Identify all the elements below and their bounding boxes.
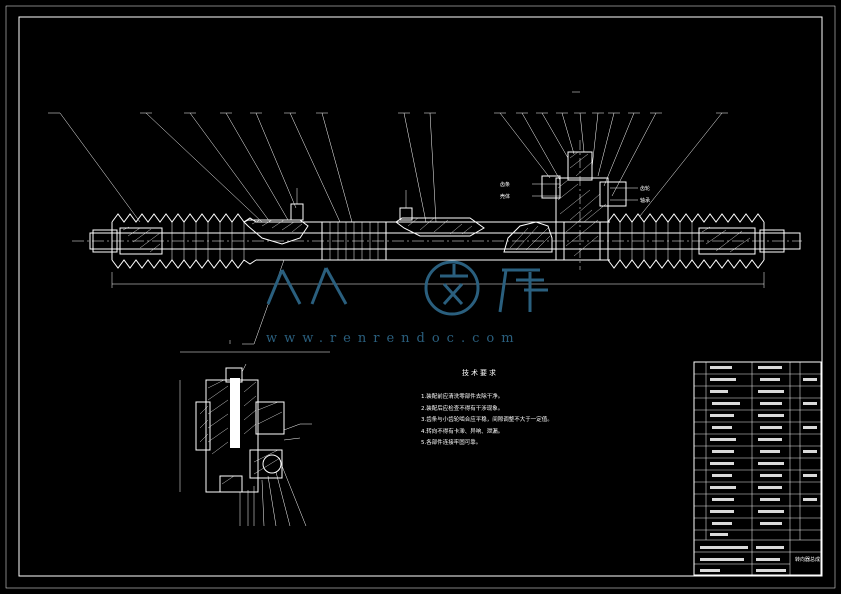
callout-label: 壳体 (500, 194, 511, 200)
callout-label: 轴承 (640, 198, 651, 204)
notes-list: 1.装配前应清洗零部件去除干净。 2.装配后应检查不得有干涉现象。 3.齿条与小… (421, 392, 553, 450)
note-item: 3.齿条与小齿轮啮合应平稳，间隙调整不大于一定值。 (421, 417, 553, 423)
leader-lines (48, 91, 728, 345)
callout-label: 齿轮 (640, 186, 651, 192)
watermark-url: www.renrendoc.com (266, 331, 521, 346)
right-boot (607, 213, 765, 269)
section-view (179, 340, 330, 527)
drawing-name: 转向器总成 (795, 557, 821, 563)
parts-list (693, 361, 822, 576)
watermark-logo (266, 260, 548, 316)
outer-frame (5, 5, 836, 589)
note-item: 5.各部件连接牢固可靠。 (421, 440, 482, 446)
note-item: 1.装配前应清洗零部件去除干净。 (421, 394, 504, 400)
notes-title: 技术要求 (462, 369, 498, 377)
steering-rack-assembly (72, 140, 802, 288)
note-item: 2.装配后应检查不得有干涉现象。 (421, 405, 504, 412)
note-item: 4.转向不得有卡滞、异响、泄漏。 (421, 428, 504, 435)
inner-frame (18, 16, 823, 577)
callout-label: 齿条 (500, 182, 511, 188)
